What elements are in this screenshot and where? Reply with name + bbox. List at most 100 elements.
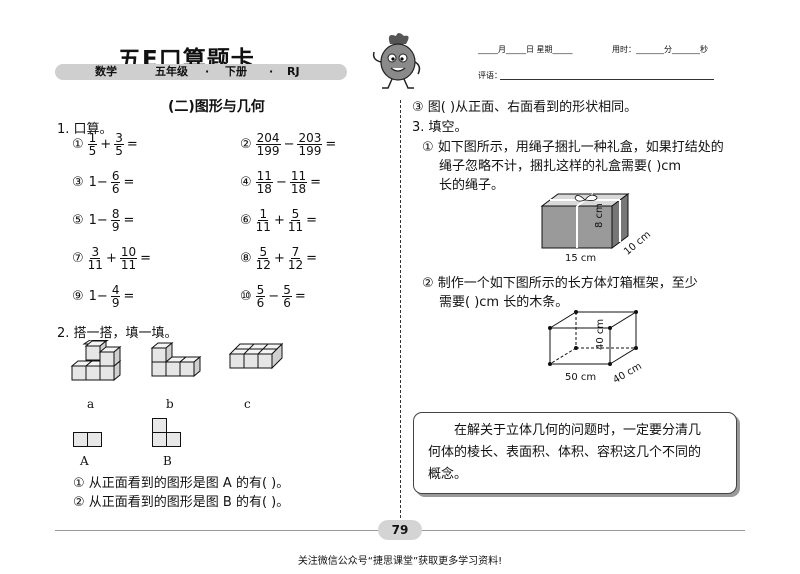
operator: = [123,289,135,304]
time-field: 用时：_______分_______秒 [612,45,708,54]
numerator: 3 [90,245,101,259]
q2-part1: ① 从正面看到的图形是图 A 的有( )。 [73,476,290,491]
operator: = [140,251,152,266]
q3-2-line2: 需要( )cm 长的木条。 [439,295,569,310]
denominator: 18 [290,182,307,196]
numerator: 7 [290,245,301,259]
operator: = [306,251,318,266]
shape-label-a: a [87,397,95,411]
q2-part3: ③ 图( )从正面、右面看到的形状相同。 [412,100,638,115]
q3-1-line2: 绳子忽略不计，捆扎这样的礼盒需要( )cm [439,159,682,174]
operator: + [273,213,285,228]
denominator: 11 [255,220,271,234]
tip-line1: 在解关于立体几何的问题时，一定要分清几 [454,423,702,438]
numerator: 5 [290,207,301,221]
view-a-square [73,432,88,447]
cube-shape-a [70,340,122,382]
operator: + [100,137,112,152]
item-mark: ⑨ [72,289,84,304]
shape-label-c: c [244,397,251,411]
column-divider [400,100,401,518]
tip-line3: 概念。 [428,467,468,482]
numerator: 204 [255,131,281,145]
operator: − [275,175,287,190]
page-number: 79 [378,520,422,540]
gift-box-diagram [540,193,630,249]
denominator: 11 [87,258,103,272]
denominator: 11 [287,220,304,234]
frame-box-diagram [548,310,638,366]
numerator: 6 [110,169,121,183]
operator: + [105,251,117,266]
numerator: 10 [119,245,138,259]
denominator: 199 [298,144,322,158]
gift-length-label: 15 cm [565,253,597,264]
cube-shape-c [228,342,284,370]
q3-1-line1: ① 如下图所示，用绳子捆扎一种礼盒，如果打结处的 [422,140,724,155]
numerator: 4 [110,283,121,297]
item-mark: ⑩ [240,289,252,304]
subject-bar: 数学 五年级 · 下册 · RJ [55,64,347,80]
grade-label: 五年级 [155,65,188,78]
denominator: 6 [283,296,291,310]
numerator: 1 [258,207,269,221]
denominator: 5 [115,144,123,158]
numerator: 11 [255,169,273,183]
view-a-square [87,432,102,447]
operator: − [268,289,280,304]
operator: = [123,213,135,228]
operator: = [126,137,138,152]
view-b-square [152,432,167,447]
operator: = [306,213,318,228]
item-mark: ③ [72,175,84,190]
footer-note: 关注微信公众号“捷思课堂”获取更多学习资料! [297,556,503,567]
operator: 1− [88,175,108,190]
operator: 1− [88,289,108,304]
numerator: 11 [289,169,308,183]
edition-label: RJ [287,65,300,78]
operator: 1− [88,213,108,228]
shape-label-b: b [166,397,174,411]
numerator: 1 [87,131,98,145]
view-b-square [152,418,167,433]
subject-label: 数学 [95,65,117,78]
denominator: 9 [111,296,120,310]
item-mark: ② [240,137,252,152]
denominator: 6 [111,182,120,196]
denominator: 6 [256,296,265,310]
denominator: 12 [255,258,271,272]
mascot-icon [372,33,421,89]
frame-height-label: 40 cm [595,318,606,350]
q3-2-line1: ② 制作一个如下图所示的长方体灯箱框架，至少 [422,276,698,291]
q3-1-line3: 长的绳子。 [439,178,505,193]
operator: = [310,175,322,190]
numerator: 3 [114,131,124,145]
cube-shape-b [150,341,202,378]
q2-label: 2. 搭一搭，填一填。 [57,326,178,341]
comment-line [500,79,714,80]
gift-height-label: 8 cm [594,203,605,228]
denominator: 11 [120,258,137,272]
operator: = [294,289,306,304]
volume-label: 下册 [225,65,247,78]
